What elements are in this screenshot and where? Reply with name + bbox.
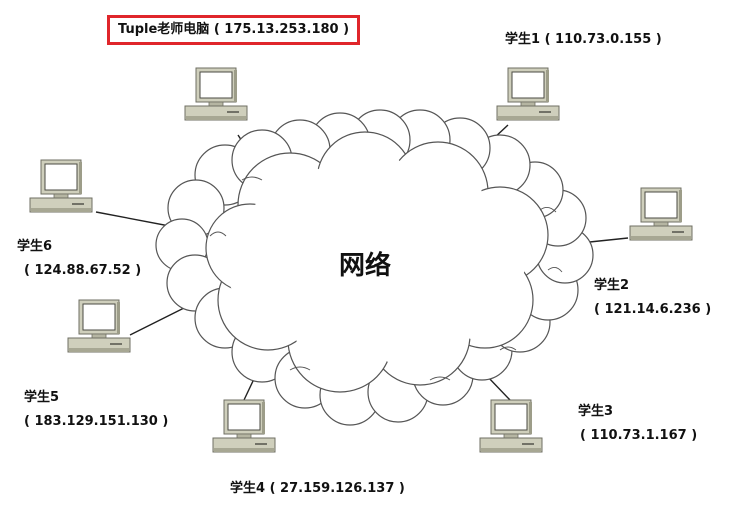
student5-name: 学生5 xyxy=(24,390,60,405)
student4-label: 学生4 ( 27.159.126.137 ) xyxy=(230,481,405,497)
network-label: 网络 xyxy=(339,251,392,281)
teacher-name: Tuple老师电脑 xyxy=(118,22,210,37)
student5-ip: ( 183.129.151.130 ) xyxy=(24,414,169,429)
student1-label: 学生1 ( 110.73.0.155 ) xyxy=(505,32,662,48)
computer-student4 xyxy=(212,399,276,453)
computer-student6 xyxy=(29,159,93,213)
student6-ip: ( 124.88.67.52 ) xyxy=(24,263,142,278)
desktop-computer-icon xyxy=(496,67,560,121)
desktop-computer-icon xyxy=(29,159,93,213)
desktop-computer-icon xyxy=(629,187,693,241)
computer-student2 xyxy=(629,187,693,241)
student1-ip: ( 110.73.0.155 ) xyxy=(544,32,662,47)
student3-name: 学生3 xyxy=(578,404,614,419)
student2-name: 学生2 xyxy=(594,278,630,293)
computer-teacher xyxy=(184,67,248,121)
network-cloud xyxy=(155,109,594,426)
student4-name: 学生4 xyxy=(230,481,266,496)
student2-ip: ( 121.14.6.236 ) xyxy=(594,302,712,317)
student4-ip: ( 27.159.126.137 ) xyxy=(269,481,405,496)
desktop-computer-icon xyxy=(479,399,543,453)
computer-student1 xyxy=(496,67,560,121)
desktop-computer-icon xyxy=(212,399,276,453)
student3-ip: ( 110.73.1.167 ) xyxy=(580,428,698,443)
computer-student3 xyxy=(479,399,543,453)
desktop-computer-icon xyxy=(67,299,131,353)
computer-student5 xyxy=(67,299,131,353)
student1-name: 学生1 xyxy=(505,32,541,47)
desktop-computer-icon xyxy=(184,67,248,121)
teacher-label-box: Tuple老师电脑 ( 175.13.253.180 ) xyxy=(107,15,361,45)
teacher-ip: ( 175.13.253.180 ) xyxy=(213,22,350,37)
student6-name: 学生6 xyxy=(17,239,53,254)
